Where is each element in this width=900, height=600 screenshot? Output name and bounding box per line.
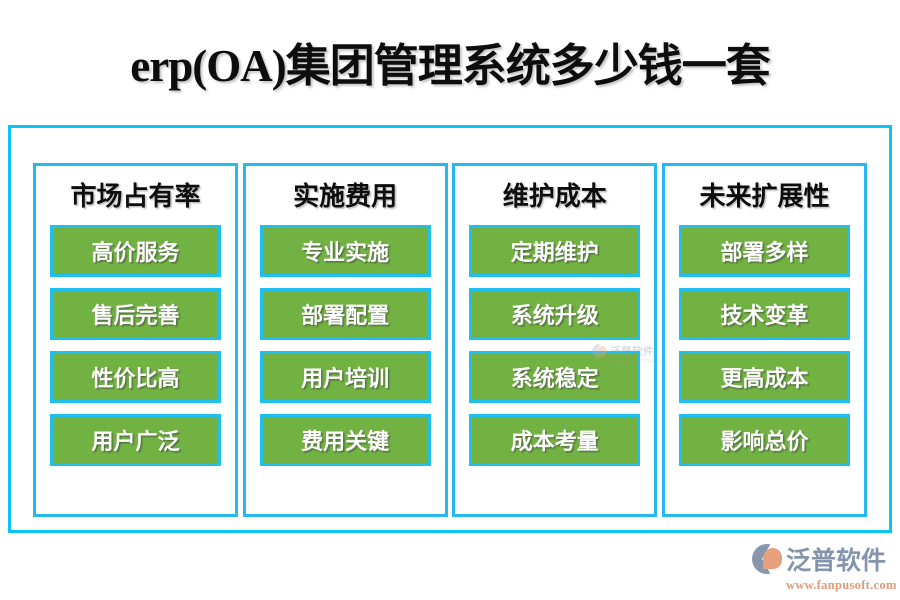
- column-items: 定期维护 系统升级 系统稳定 成本考量: [469, 225, 641, 466]
- item-box[interactable]: 高价服务: [50, 225, 221, 277]
- content-outer-frame: [8, 125, 892, 533]
- item-box[interactable]: 更高成本: [678, 351, 850, 403]
- column-implementation-cost: 实施费用 专业实施 部署配置 用户培训 费用关键: [242, 163, 448, 517]
- column-header: 市场占有率: [70, 182, 201, 211]
- item-box[interactable]: 技术变革: [678, 288, 850, 340]
- column-maintenance-cost: 维护成本 定期维护 系统升级 系统稳定 成本考量: [452, 163, 658, 517]
- item-box[interactable]: 部署多样: [678, 225, 850, 277]
- item-box[interactable]: 系统稳定: [469, 351, 641, 403]
- brand-logo-url: www.fanpusoft.com: [786, 578, 897, 592]
- column-items: 专业实施 部署配置 用户培训 费用关键: [259, 225, 431, 466]
- column-header: 未来扩展性: [699, 182, 830, 211]
- brand-logo: 泛普软件 www.fanpusoft.com: [752, 541, 897, 592]
- item-box[interactable]: 成本考量: [469, 414, 641, 466]
- item-box[interactable]: 用户广泛: [50, 414, 221, 466]
- item-box[interactable]: 性价比高: [50, 351, 221, 403]
- fanpu-logo-icon: [752, 544, 782, 574]
- item-box[interactable]: 部署配置: [259, 288, 431, 340]
- item-box[interactable]: 影响总价: [678, 414, 850, 466]
- column-future-scalability: 未来扩展性 部署多样 技术变革 更高成本 影响总价: [661, 163, 867, 517]
- brand-logo-name: 泛普软件: [786, 547, 887, 575]
- item-box[interactable]: 专业实施: [259, 225, 431, 277]
- brand-logo-row: 泛普软件: [752, 541, 894, 577]
- item-box[interactable]: 用户培训: [259, 351, 431, 403]
- item-box[interactable]: 定期维护: [469, 225, 641, 277]
- item-box[interactable]: 系统升级: [469, 288, 641, 340]
- item-box[interactable]: 费用关键: [259, 414, 431, 466]
- column-items: 高价服务 售后完善 性价比高 用户广泛: [50, 225, 221, 466]
- column-market-share: 市场占有率 高价服务 售后完善 性价比高 用户广泛: [33, 163, 238, 517]
- column-header: 实施费用: [293, 182, 398, 211]
- column-header: 维护成本: [502, 182, 607, 211]
- column-items: 部署多样 技术变革 更高成本 影响总价: [678, 225, 850, 466]
- columns-container: 市场占有率 高价服务 售后完善 性价比高 用户广泛 实施费用 专业实施 部署配置…: [8, 125, 892, 533]
- page-title: erp(OA)集团管理系统多少钱一套: [130, 41, 770, 91]
- item-box[interactable]: 售后完善: [50, 288, 221, 340]
